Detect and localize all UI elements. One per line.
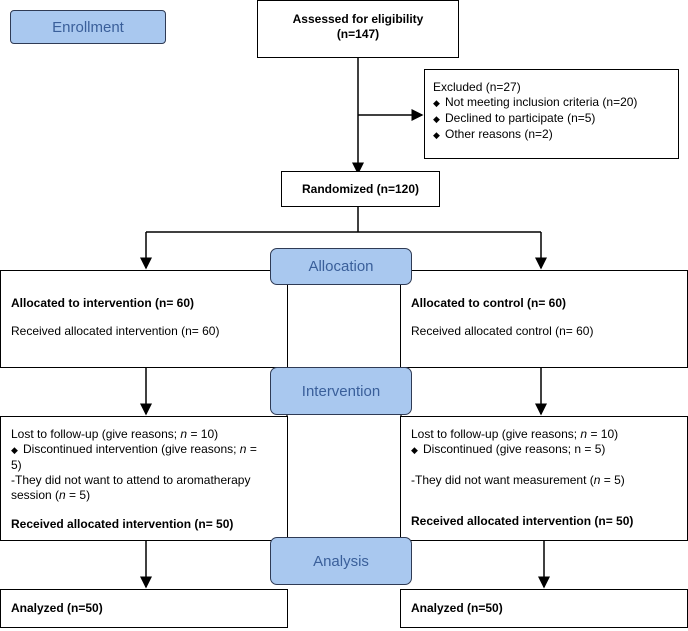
left-reason-line1: -They did not want to attend to aromathe… — [11, 473, 251, 487]
left-analyzed-box: Analyzed (n=50) — [0, 589, 288, 628]
diamond-bullet-icon: ◆ — [433, 130, 440, 140]
right-discontinued: ◆Discontinued (give reasons; n = 5) — [411, 442, 606, 456]
excluded-item: ◆Not meeting inclusion criteria (n=20) — [433, 95, 638, 109]
assessed-box: Assessed for eligibility (n=147) — [257, 0, 459, 58]
left-allocation-box: Allocated to intervention (n= 60) Receiv… — [0, 270, 288, 368]
left-received: Received allocated intervention (n= 50) — [11, 517, 234, 531]
diamond-bullet-icon: ◆ — [411, 445, 418, 455]
left-reason-line2: session (n = 5) — [11, 488, 91, 502]
intervention-stage-label: Intervention — [270, 367, 412, 415]
excluded-title: Excluded (n=27) — [433, 80, 521, 94]
left-discontinued: ◆Discontinued intervention (give reasons… — [11, 442, 257, 456]
diamond-bullet-icon: ◆ — [11, 445, 18, 455]
right-followup-box: Lost to follow-up (give reasons; n = 10)… — [400, 416, 688, 541]
assessed-line2: (n=147) — [336, 27, 380, 41]
excluded-item: ◆Declined to participate (n=5) — [433, 111, 596, 125]
left-discontinued-count: 5) — [11, 458, 22, 472]
analysis-stage-label: Analysis — [270, 537, 412, 585]
right-allocation-received: Received allocated control (n= 60) — [411, 324, 594, 338]
left-allocation-title: Allocated to intervention (n= 60) — [11, 296, 195, 310]
right-allocation-title: Allocated to control (n= 60) — [411, 296, 567, 310]
enrollment-stage-label: Enrollment — [10, 10, 166, 44]
right-analyzed-text: Analyzed (n=50) — [411, 601, 503, 615]
right-allocation-box: Allocated to control (n= 60) Received al… — [400, 270, 688, 368]
right-reason: -They did not want measurement (n = 5) — [411, 473, 625, 487]
right-lost-followup: Lost to follow-up (give reasons; n = 10) — [411, 427, 619, 441]
analysis-text: Analysis — [313, 552, 369, 570]
left-lost-followup: Lost to follow-up (give reasons; n = 10) — [11, 427, 219, 441]
excluded-box: Excluded (n=27) ◆Not meeting inclusion c… — [424, 69, 679, 159]
allocation-stage-label: Allocation — [270, 248, 412, 285]
intervention-text: Intervention — [301, 382, 381, 400]
assessed-line1: Assessed for eligibility — [292, 12, 424, 26]
excluded-item: ◆Other reasons (n=2) — [433, 127, 553, 141]
randomized-box: Randomized (n=120) — [281, 171, 440, 207]
enrollment-text: Enrollment — [52, 18, 124, 36]
left-analyzed-text: Analyzed (n=50) — [11, 601, 103, 615]
right-received: Received allocated intervention (n= 50) — [411, 514, 634, 528]
diamond-bullet-icon: ◆ — [433, 114, 440, 124]
right-analyzed-box: Analyzed (n=50) — [400, 589, 688, 628]
allocation-text: Allocation — [308, 258, 374, 275]
left-followup-box: Lost to follow-up (give reasons; n = 10)… — [0, 416, 288, 541]
left-allocation-received: Received allocated intervention (n= 60) — [11, 324, 220, 338]
diamond-bullet-icon: ◆ — [433, 98, 440, 108]
randomized-text: Randomized (n=120) — [301, 182, 420, 196]
